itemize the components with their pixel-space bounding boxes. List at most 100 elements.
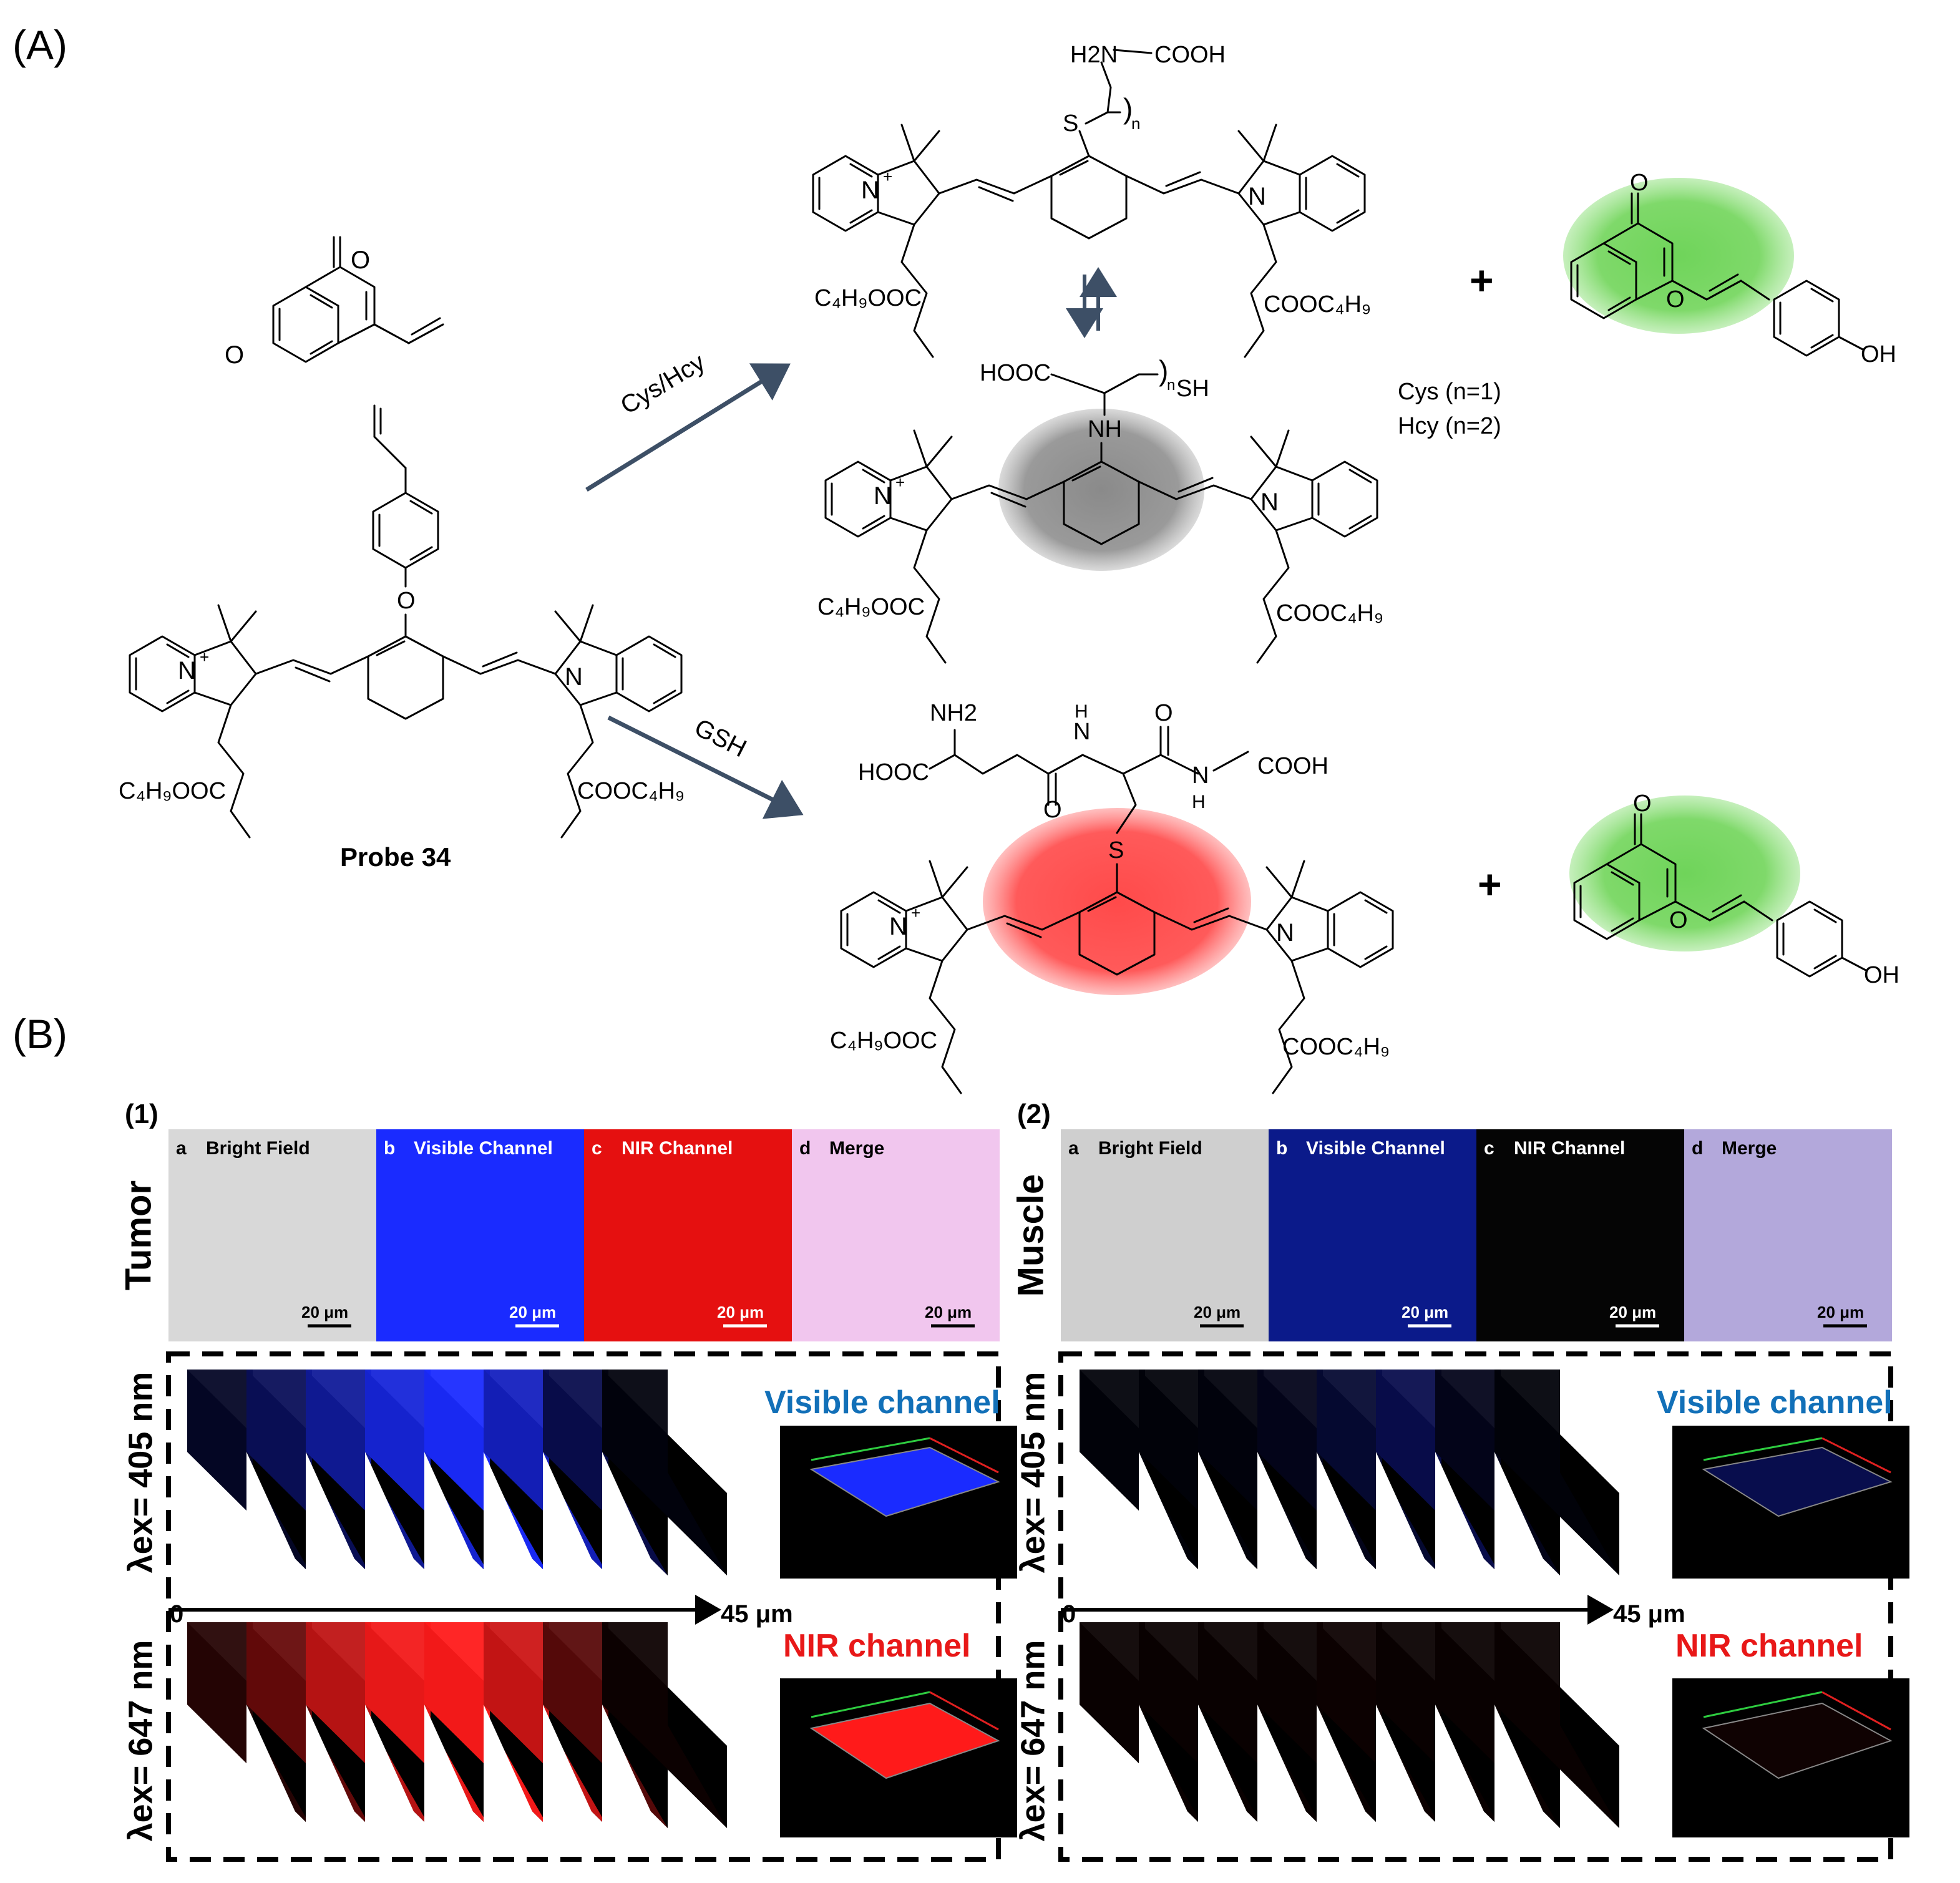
scale-label: 20 μm xyxy=(717,1303,764,1321)
svg-text:N: N xyxy=(1260,489,1279,516)
hcy-note: Hcy (n=2) xyxy=(1398,413,1501,439)
slice-fill-7 xyxy=(1494,1622,1619,1828)
slice-gap-2 xyxy=(1198,1705,1254,1828)
lambda-647-label: λex= 647 nm xyxy=(1014,1640,1051,1842)
slice-gap-7 xyxy=(602,1705,658,1828)
tile-title: Visible Channel xyxy=(1306,1138,1445,1159)
svg-text:O: O xyxy=(351,246,370,274)
product-thioether: N + N S ) n H2N COOH C₄H₉OOC COOC₄H₉ xyxy=(813,42,1371,357)
svg-text:O: O xyxy=(1666,286,1685,313)
svg-text:): ) xyxy=(1159,354,1168,387)
visible-channel-title: Visible channel xyxy=(1657,1384,1893,1421)
tile-letter: b xyxy=(1276,1138,1287,1159)
arrow-gsh xyxy=(607,715,804,819)
tile-title: Visible Channel xyxy=(414,1138,553,1159)
slice-gap-7 xyxy=(602,1452,658,1575)
slice-gap-3 xyxy=(365,1705,421,1828)
product-amine: N + N NH HOOC ) n SH C₄H₉OOC COOC₄H₉ xyxy=(817,354,1383,663)
slice-gap-4 xyxy=(424,1452,480,1575)
svg-text:O: O xyxy=(1669,907,1688,933)
panel-b-label: (B) xyxy=(12,1011,67,1057)
svg-text:COOC₄H₉: COOC₄H₉ xyxy=(1276,600,1383,626)
slice-gap-0 xyxy=(187,1705,243,1828)
zstack-frame xyxy=(1058,1351,1893,1862)
visible-channel-title: Visible channel xyxy=(764,1384,1000,1421)
slice-gap-4 xyxy=(1317,1705,1373,1828)
svg-text:): ) xyxy=(1123,92,1133,125)
svg-text:+: + xyxy=(883,167,892,186)
slice-fill-7 xyxy=(1494,1370,1619,1575)
slice-gap-0 xyxy=(1080,1452,1136,1575)
stack-letter: f xyxy=(176,1631,183,1652)
svg-text:SH: SH xyxy=(1176,376,1209,402)
stack-letter: e xyxy=(1068,1378,1079,1399)
slice-gap-5 xyxy=(484,1452,540,1575)
nir-channel-title: NIR channel xyxy=(783,1628,971,1664)
nir-3d-view xyxy=(1672,1678,1909,1837)
scale-label: 20 μm xyxy=(1402,1303,1448,1321)
svg-text:O: O xyxy=(225,341,244,369)
svg-text:O: O xyxy=(1043,797,1062,823)
svg-text:COOC₄H₉: COOC₄H₉ xyxy=(577,778,685,804)
gray-highlight xyxy=(998,409,1204,571)
tile-letter: c xyxy=(592,1138,602,1159)
green-highlight-bottom xyxy=(1569,796,1800,951)
svg-text:H: H xyxy=(1075,701,1088,722)
scale-label: 20 μm xyxy=(509,1303,556,1321)
svg-text:HOOC: HOOC xyxy=(980,360,1051,386)
arrow-cys-label: Cys/Hcy xyxy=(616,348,709,419)
slice-fill-7 xyxy=(602,1622,727,1828)
svg-text:COOH: COOH xyxy=(1154,42,1226,68)
svg-text:N: N xyxy=(1073,719,1090,745)
zstack-nir: f xyxy=(176,1622,727,1828)
scale-label: 20 μm xyxy=(1609,1303,1656,1321)
svg-text:+: + xyxy=(200,648,209,666)
sub-label: (2) xyxy=(1017,1099,1051,1129)
lambda-405-label: λex= 405 nm xyxy=(122,1372,159,1574)
svg-text:O: O xyxy=(1630,170,1649,196)
svg-text:O: O xyxy=(1633,791,1652,817)
flavone-top: O O OH xyxy=(1571,170,1896,367)
red-highlight xyxy=(983,808,1251,995)
svg-text:N: N xyxy=(565,663,583,691)
slice-gap-5 xyxy=(484,1705,540,1828)
svg-text:N: N xyxy=(1192,762,1209,789)
nir-channel-title: NIR channel xyxy=(1675,1628,1863,1664)
panel-a-label: (A) xyxy=(12,22,67,68)
tile-letter: a xyxy=(176,1138,187,1159)
svg-text:COOC₄H₉: COOC₄H₉ xyxy=(1264,291,1371,318)
stack-letter: f xyxy=(1068,1631,1075,1652)
scale-label: 20 μm xyxy=(925,1303,972,1321)
flavone-bottom: O O OH xyxy=(1574,791,1899,988)
zstack-frame xyxy=(166,1351,1001,1862)
slice-gap-5 xyxy=(1376,1705,1432,1828)
slice-gap-6 xyxy=(1435,1452,1491,1575)
slice-gap-4 xyxy=(1317,1452,1373,1575)
tile-letter: d xyxy=(799,1138,811,1159)
row-label: Muscle xyxy=(1011,1174,1051,1297)
svg-text:+: + xyxy=(895,473,905,492)
svg-text:n: n xyxy=(1167,377,1175,394)
lambda-647-label: λex= 647 nm xyxy=(122,1640,159,1842)
slice-gap-0 xyxy=(1080,1705,1136,1828)
svg-text:HOOC: HOOC xyxy=(858,759,929,786)
slice-gap-3 xyxy=(1257,1705,1314,1828)
probe-label: Probe 34 xyxy=(340,842,451,872)
stack-letter: e xyxy=(176,1378,187,1399)
svg-text:COOC₄H₉: COOC₄H₉ xyxy=(1282,1034,1390,1060)
axis-end: 45 μm xyxy=(721,1600,793,1628)
slice-gap-6 xyxy=(543,1452,599,1575)
slice-gap-6 xyxy=(1435,1705,1491,1828)
slice-gap-5 xyxy=(1376,1452,1432,1575)
svg-text:N: N xyxy=(861,177,879,204)
visible-3d-view xyxy=(1672,1426,1909,1579)
slice-gap-1 xyxy=(1139,1705,1195,1828)
svg-text:+: + xyxy=(911,903,920,922)
slice-gap-4 xyxy=(424,1705,480,1828)
lambda-405-label: λex= 405 nm xyxy=(1014,1372,1051,1574)
